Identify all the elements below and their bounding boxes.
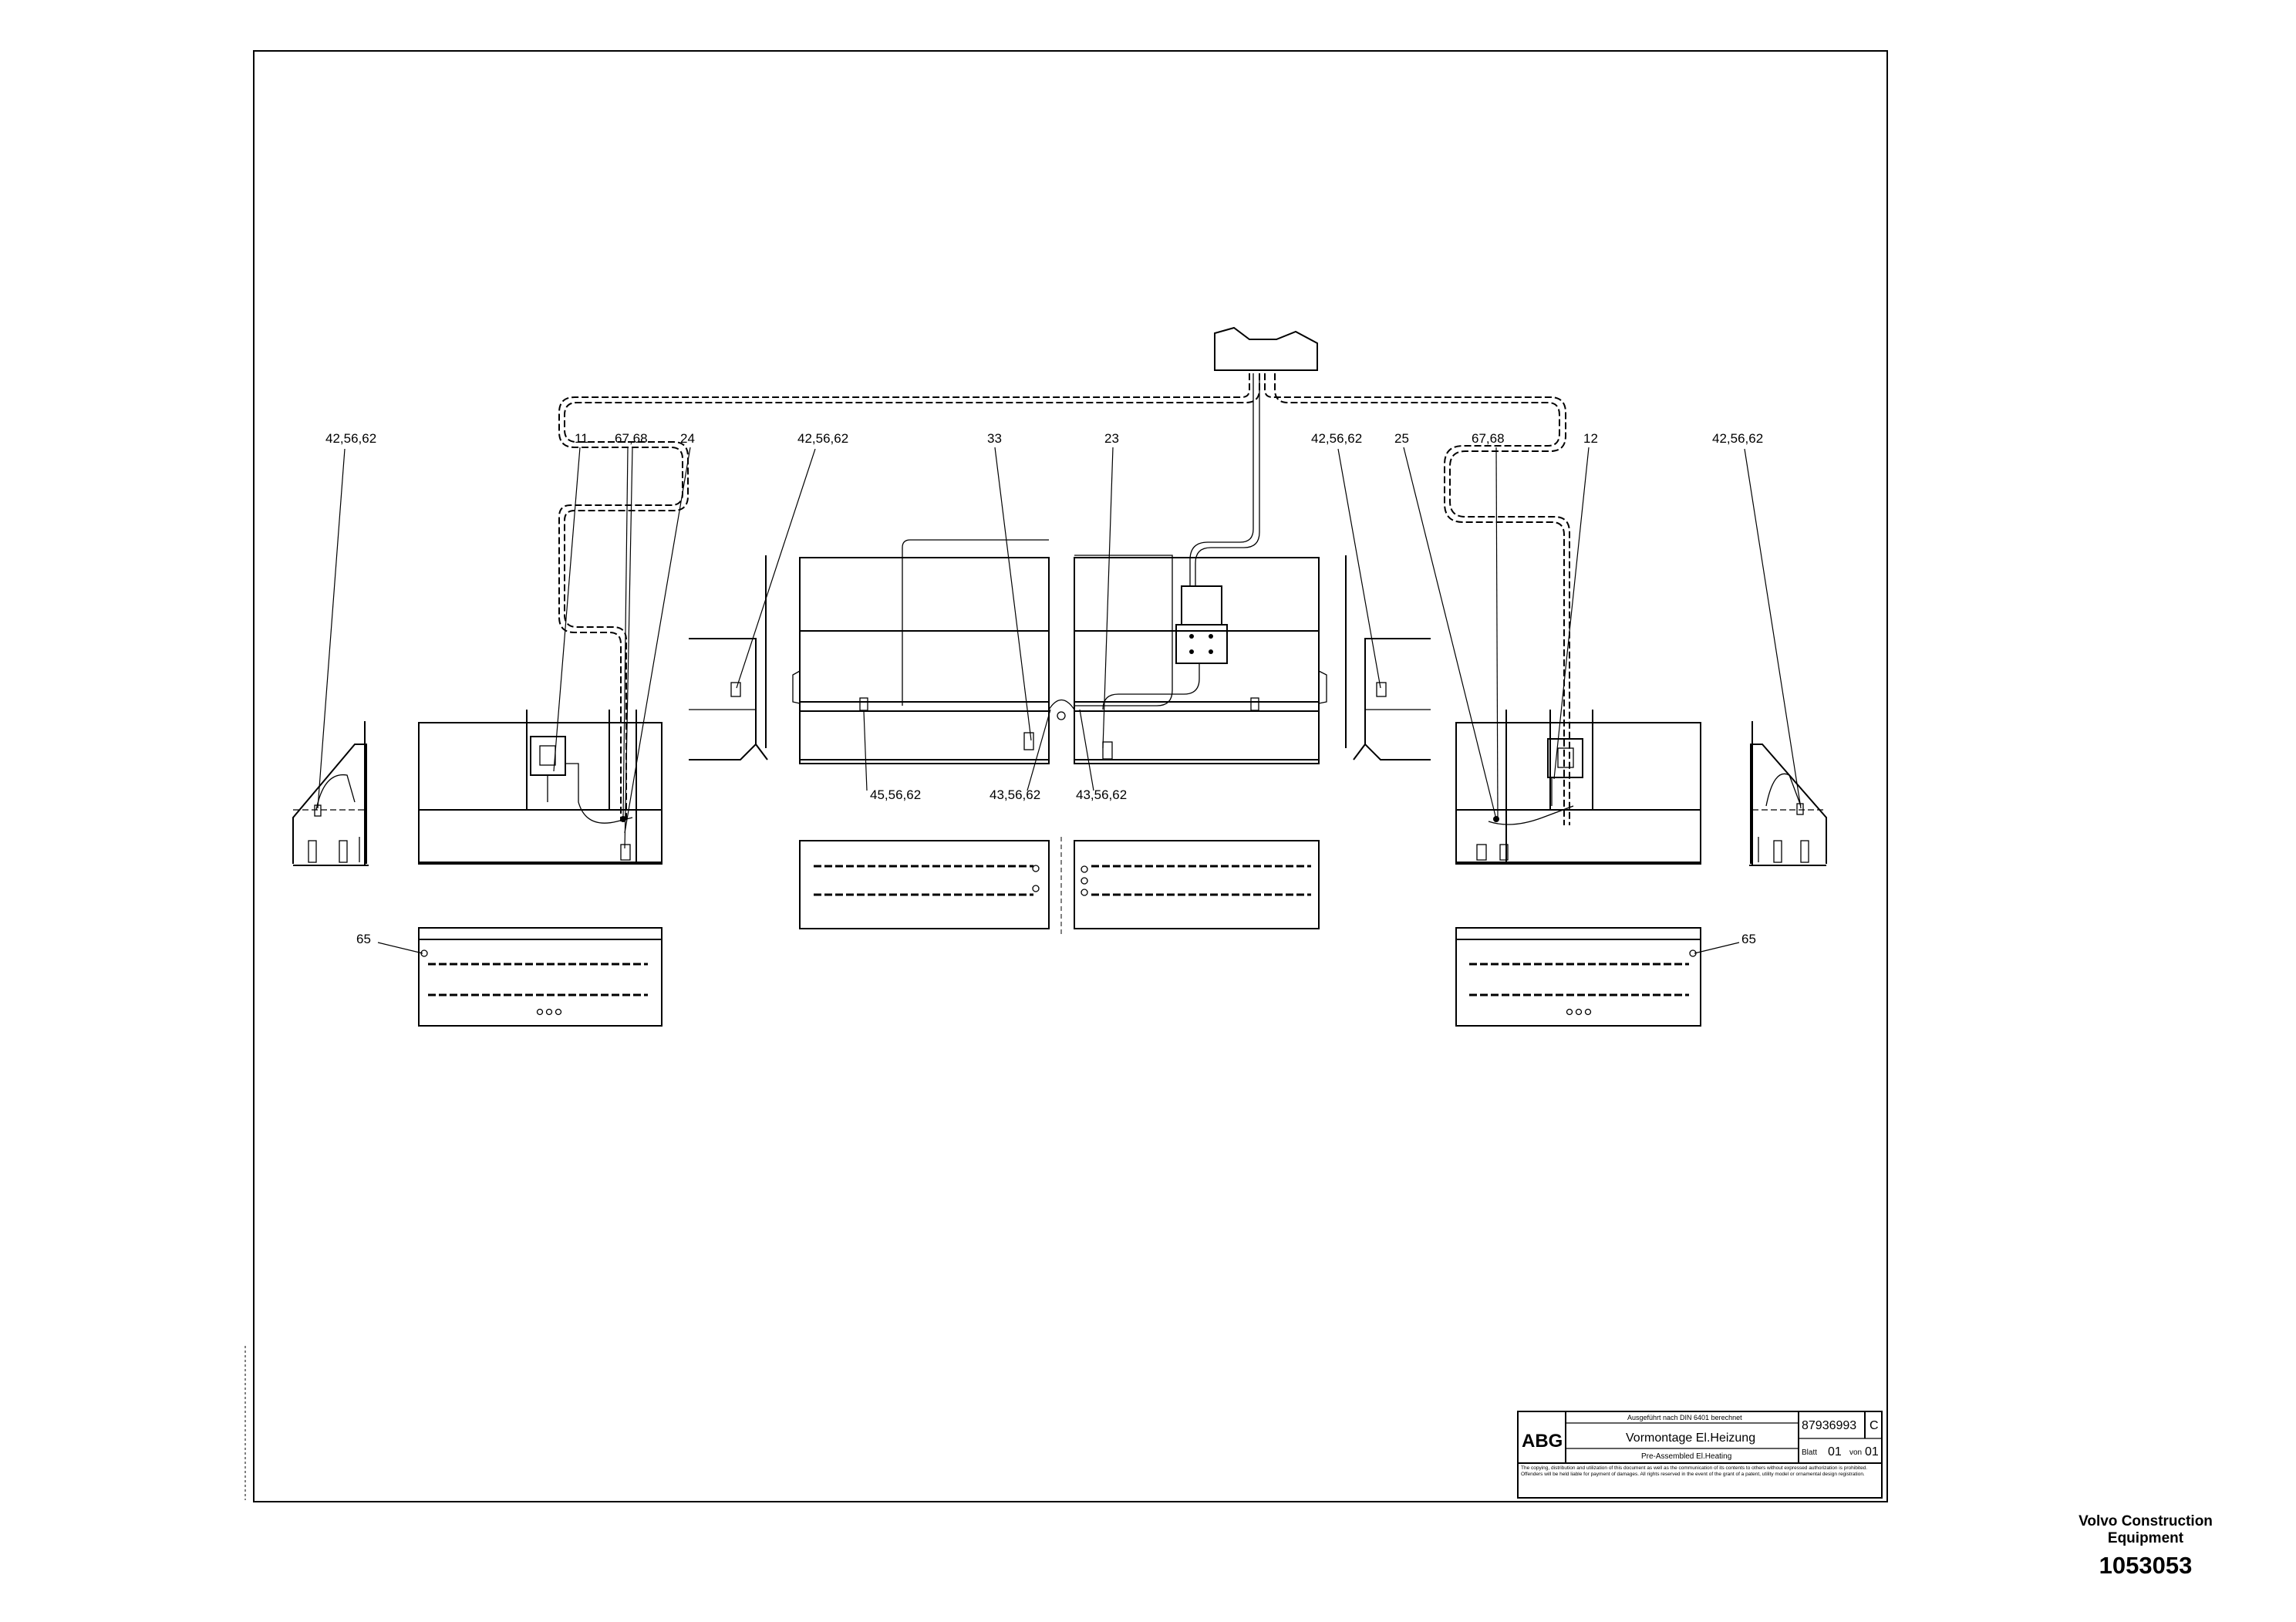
leader-lines (317, 447, 1802, 954)
heater-controller (1102, 585, 1228, 710)
callout-43-56-62-right: 43,56,62 (1076, 787, 1127, 802)
callout-inner-right-plate: 42,56,62 (1311, 431, 1362, 446)
callout-right-plate: 42,56,62 (1712, 431, 1763, 446)
callout-33: 33 (987, 431, 1002, 446)
center-junction (1048, 699, 1075, 720)
main-screed-right-bottom-plate (1074, 840, 1320, 929)
main-screed-left-half (792, 539, 1050, 764)
company-logo: ABG (1522, 1431, 1563, 1452)
drawing-title: Vormontage El.Heizung (1626, 1431, 1755, 1445)
title-block (1517, 1411, 1883, 1499)
control-box (1214, 326, 1318, 371)
copyright-notice: The copying, distribution and utilizatio… (1521, 1465, 1868, 1477)
callout-24: 24 (680, 431, 695, 446)
callout-45-56-62: 45,56,62 (870, 787, 921, 802)
callout-65-right: 65 (1741, 932, 1756, 946)
cable-harness (558, 373, 1570, 825)
sheets-total: 01 (1865, 1445, 1879, 1458)
side-plate-inner-left (689, 555, 768, 760)
of-label: von (1849, 1448, 1862, 1457)
title-block-top-note: Ausgeführt nach DIN 6401 berechnet (1627, 1414, 1742, 1421)
extension-screed-right-bottom-plate (1455, 927, 1701, 1027)
callout-23: 23 (1104, 431, 1119, 446)
company-name-line-1: Volvo Construction (2079, 1513, 2213, 1529)
extension-screed-left-bottom-plate (418, 927, 663, 1027)
drawing-revision: C (1870, 1419, 1879, 1432)
callout-11: 11 (575, 431, 588, 446)
sheet-label: Blatt (1802, 1448, 1817, 1457)
drawing-frame (253, 50, 1888, 1502)
extension-screed-left (418, 710, 663, 865)
image-number: 1053053 (2099, 1552, 2193, 1579)
main-screed-right-half (1074, 555, 1327, 764)
drawing-subtitle: Pre-Assembled El.Heating (1641, 1452, 1731, 1461)
side-plate-right (1749, 721, 1827, 866)
callout-67-68-right: 67,68 (1472, 431, 1505, 446)
volvo-brand-block: Volvo Construction Equipment 1053053 (2049, 1513, 2242, 1580)
callout-25: 25 (1394, 431, 1409, 446)
side-plate-inner-right (1345, 555, 1431, 760)
callout-left-plate: 42,56,62 (325, 431, 376, 446)
callout-12: 12 (1583, 431, 1598, 446)
callout-43-56-62-left: 43,56,62 (990, 787, 1040, 802)
drawing-number: 87936993 (1802, 1419, 1856, 1432)
company-name-line-2: Equipment (2107, 1530, 2184, 1546)
callout-67-68-left: 67,68 (615, 431, 648, 446)
sheet-number: 01 (1828, 1445, 1842, 1458)
callout-65-left: 65 (356, 932, 371, 946)
main-screed-left-bottom-plate (799, 840, 1050, 929)
callout-inner-left-plate: 42,56,62 (797, 431, 848, 446)
extension-screed-right (1455, 710, 1701, 865)
side-plate-left (292, 721, 369, 866)
